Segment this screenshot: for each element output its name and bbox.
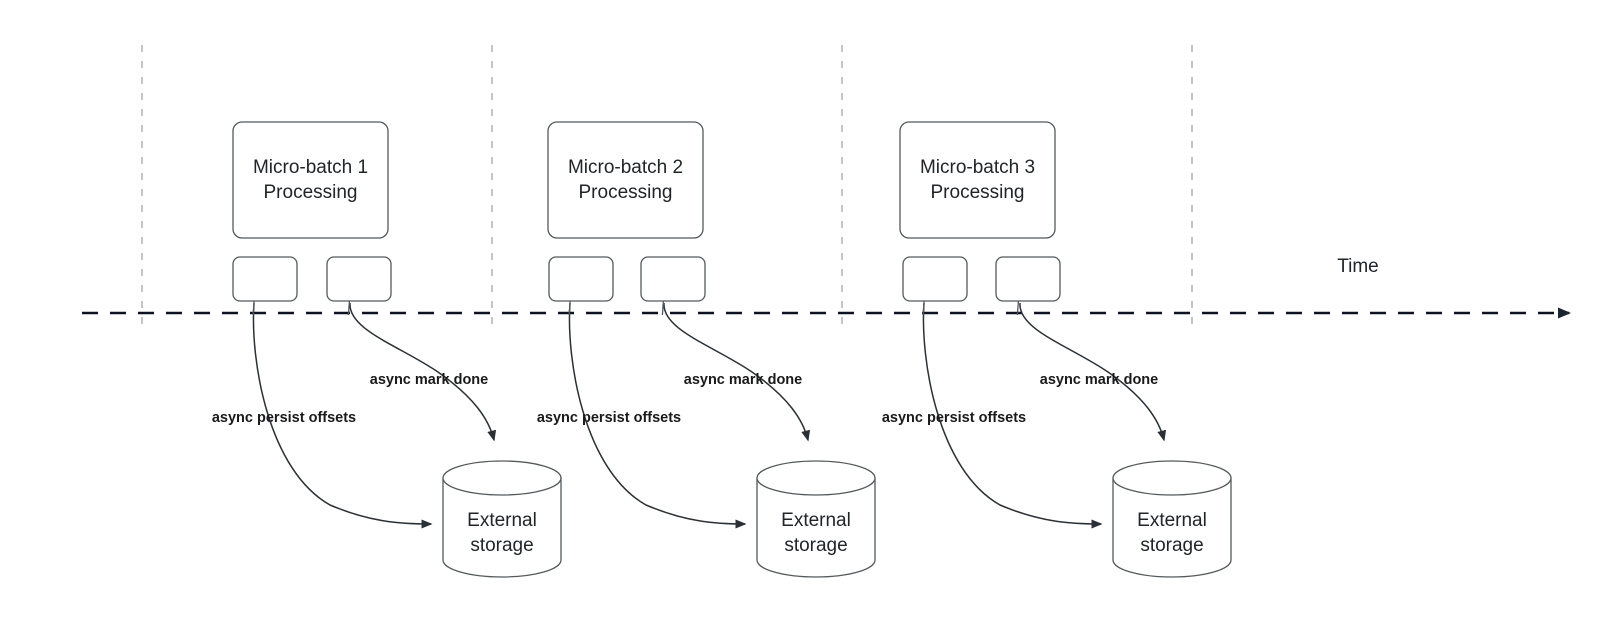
external-storage-cylinder-body[interactable] <box>442 477 562 578</box>
time-axis-label: Time <box>1337 256 1379 277</box>
async-mark-done-edge-label: async mark done <box>1040 372 1158 388</box>
micro-batch-label-line1: Micro-batch 3 <box>920 157 1035 178</box>
offset-task-box[interactable] <box>902 256 968 302</box>
external-storage-cylinder-body[interactable] <box>756 477 876 578</box>
commit-task-box-stem <box>347 300 351 316</box>
external-storage-label-line2: storage <box>1140 535 1203 556</box>
offset-task-box-stem <box>252 300 255 316</box>
async-mark-done-edge <box>1019 302 1167 442</box>
micro-batch-label-line1: Micro-batch 1 <box>253 157 368 178</box>
external-storage-cylinder-top <box>442 460 562 496</box>
micro-batch-processing-box[interactable] <box>547 121 704 239</box>
external-storage-label-line1: External <box>467 510 537 531</box>
commit-task-box-stem <box>1016 300 1020 316</box>
time-axis: Time <box>82 256 1571 319</box>
micro-batch-label-line2: Processing <box>931 182 1025 203</box>
async-persist-offsets-edge <box>922 302 1103 529</box>
micro-batch-label-line2: Processing <box>579 182 673 203</box>
async-persist-offsets-edge <box>568 302 747 529</box>
micro-batch-label-line1: Micro-batch 2 <box>568 157 683 178</box>
async-mark-done-edge <box>663 302 811 442</box>
commit-task-box[interactable] <box>640 256 706 302</box>
async-persist-offsets-edge-label: async persist offsets <box>882 410 1026 426</box>
async-persist-offsets-edge-label: async persist offsets <box>537 410 681 426</box>
external-storage-label-line2: storage <box>784 535 847 556</box>
offset-task-box[interactable] <box>232 256 298 302</box>
micro-batch-processing-box[interactable] <box>899 121 1056 239</box>
offset-task-box[interactable] <box>548 256 614 302</box>
async-persist-offsets-edge-label: async persist offsets <box>212 410 356 426</box>
external-storage-label-line2: storage <box>470 535 533 556</box>
external-storage-cylinder-top <box>756 460 876 496</box>
external-storage-cylinder-top <box>1112 460 1232 496</box>
micro-batch-label-line2: Processing <box>264 182 358 203</box>
async-mark-done-edge-label: async mark done <box>684 372 802 388</box>
async-persist-offsets-edge <box>252 302 433 529</box>
async-mark-done-edge <box>349 302 497 442</box>
external-storage-cylinder-body[interactable] <box>1112 477 1232 578</box>
external-storage-label-line1: External <box>1137 510 1207 531</box>
micro-batch-processing-box[interactable] <box>232 121 389 239</box>
commit-task-box[interactable] <box>326 256 392 302</box>
offset-task-box-stem <box>568 300 571 316</box>
offset-task-box-stem <box>922 300 925 316</box>
async-mark-done-edge-label: async mark done <box>370 372 488 388</box>
external-storage-label-line1: External <box>781 510 851 531</box>
commit-task-box-stem <box>661 300 665 316</box>
commit-task-box[interactable] <box>995 256 1061 302</box>
